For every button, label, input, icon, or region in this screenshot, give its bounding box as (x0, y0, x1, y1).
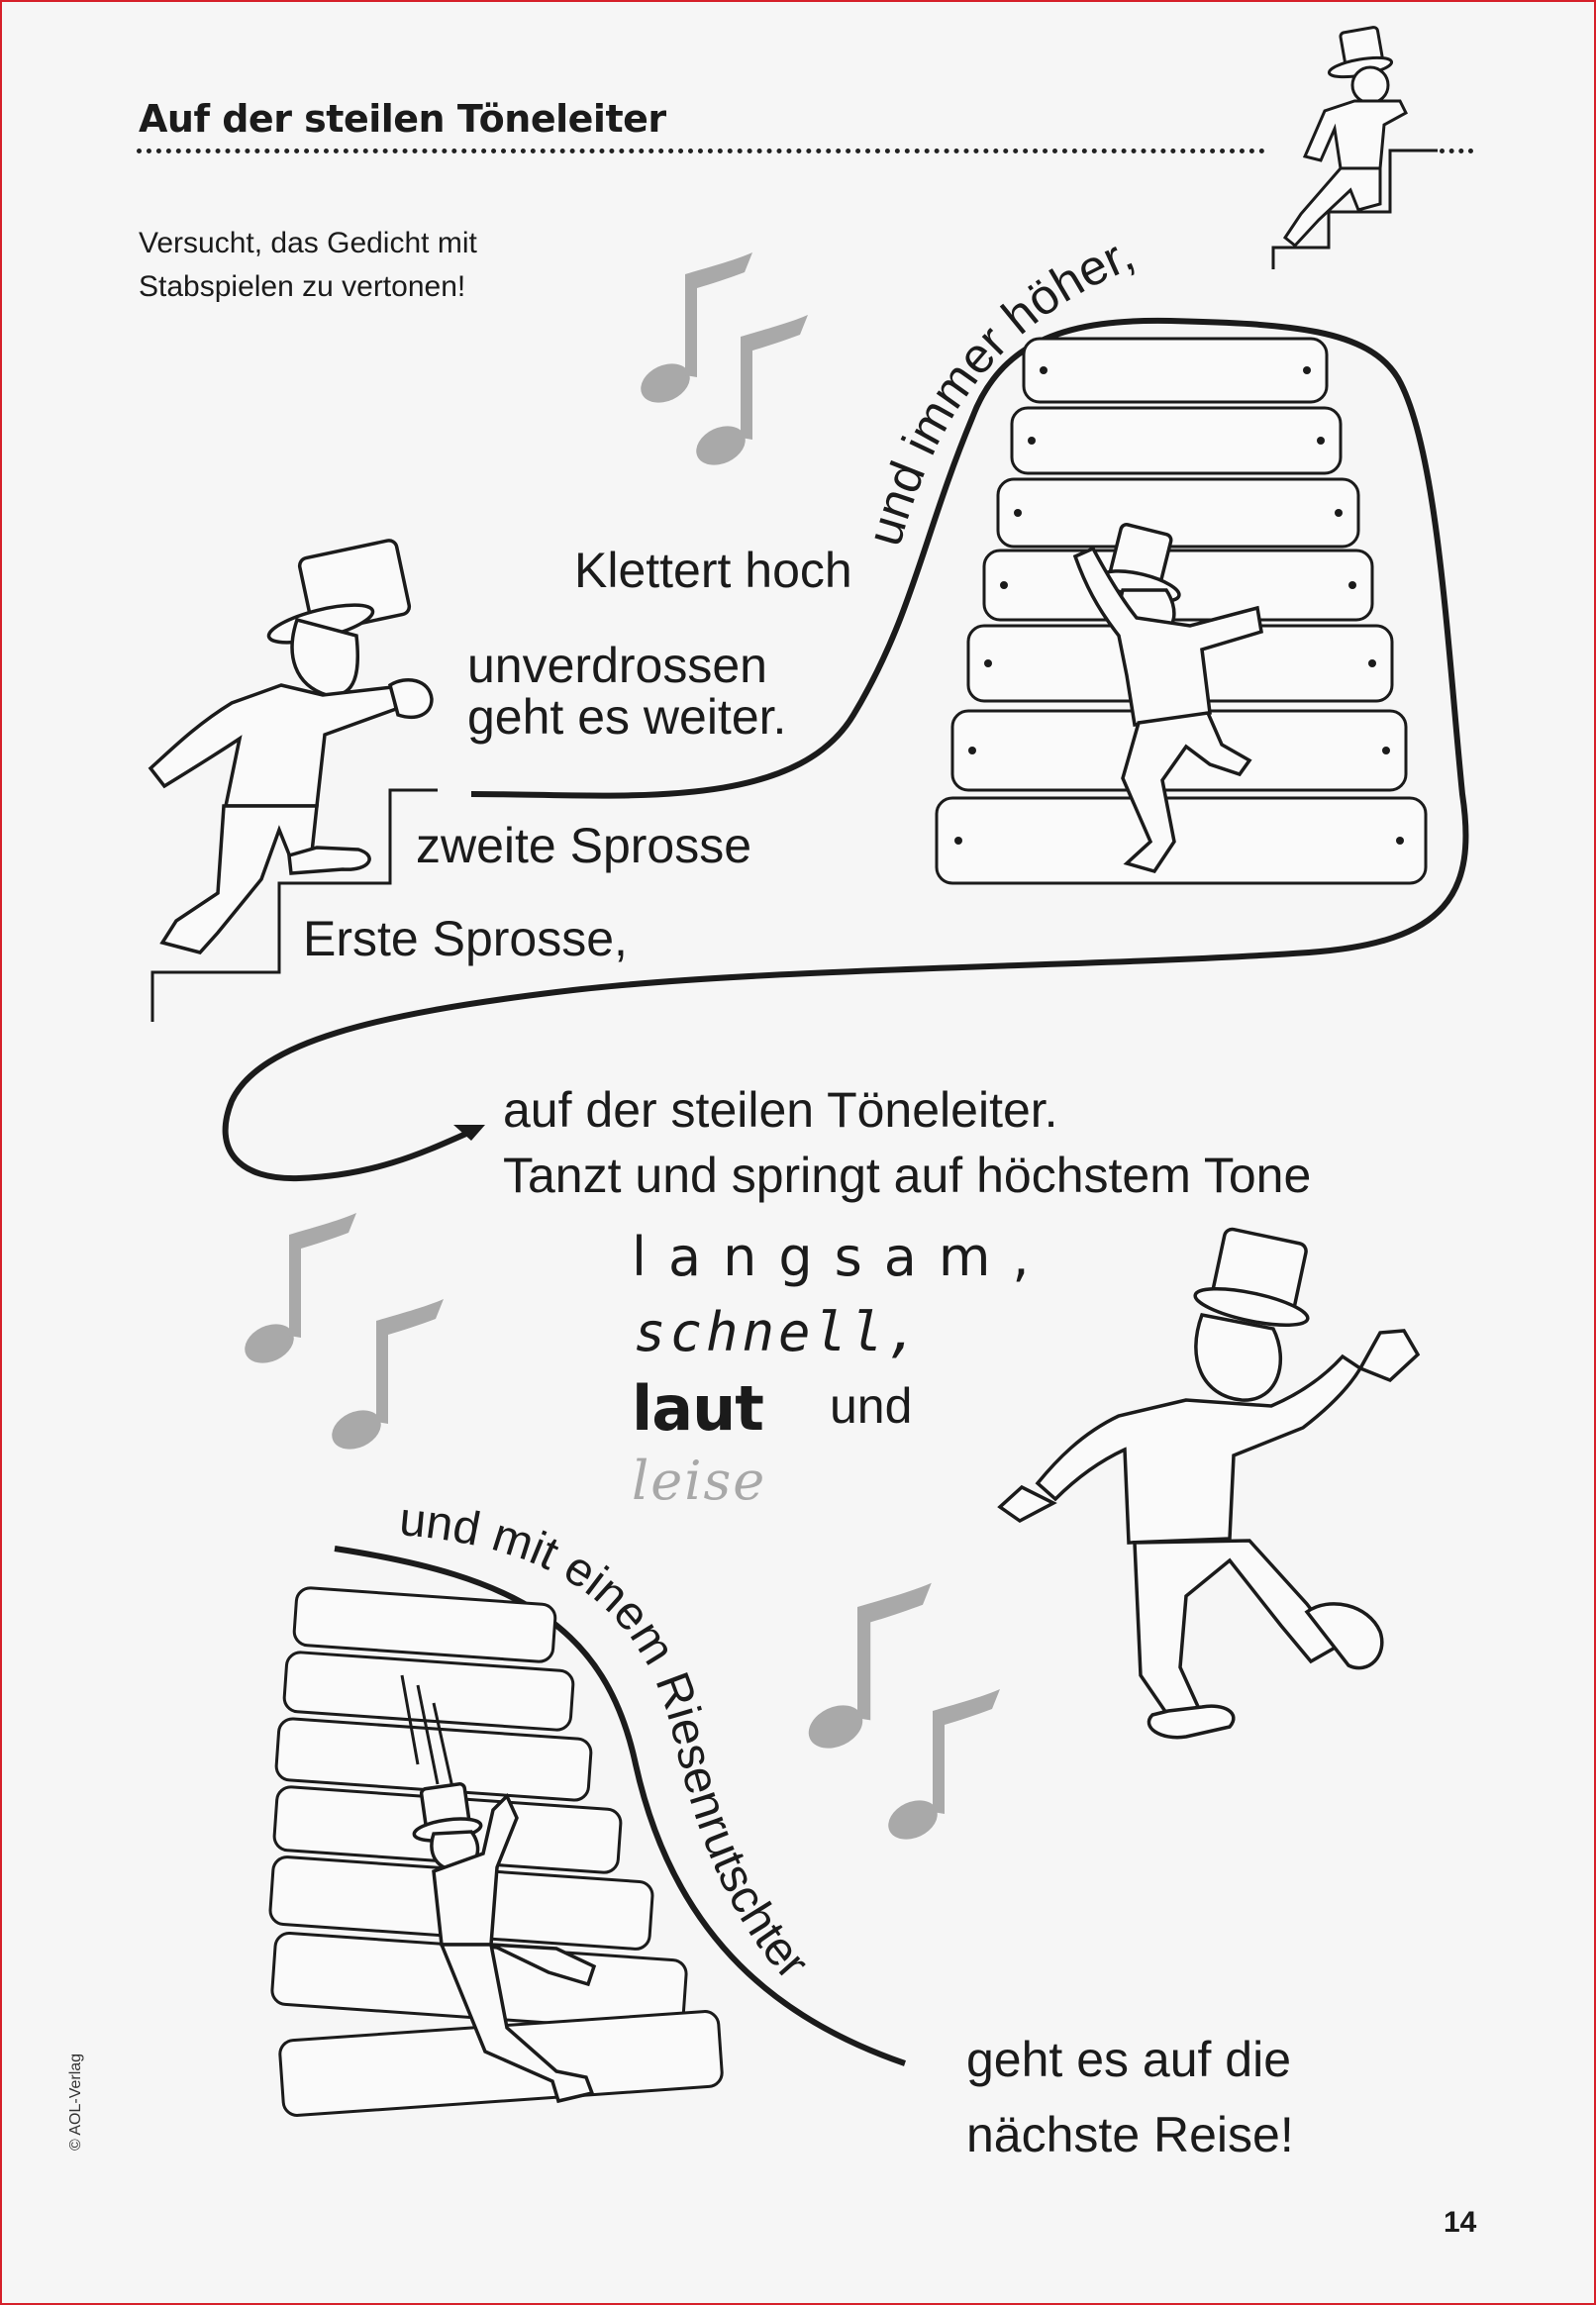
word-laut: laut (632, 1372, 764, 1445)
poem-line-6: auf der steilen Töneleiter. (503, 1082, 1058, 1138)
stairs-illustration (150, 788, 438, 1022)
poem-line-4: Klettert hoch (574, 543, 852, 598)
poem-line-8: und mit einem Riesenrutschter (397, 1493, 818, 1989)
poem-line-9a: geht es auf die (966, 2032, 1292, 2087)
copyright-note: © AOL-Verlag (67, 2053, 84, 2151)
arrow-head-icon (453, 1125, 485, 1141)
top-hat-man-illustration (1271, 26, 1438, 269)
title-dotted-rule (137, 149, 1265, 153)
poem-line-7: Tanzt und springt auf höchstem Tone (503, 1148, 1312, 1203)
svg-text:und immer höher,: und immer höher, (856, 225, 1142, 551)
instruction-line-1: Versucht, das Gedicht mit (139, 227, 477, 259)
winding-path-line (222, 317, 1469, 1182)
word-schnell: schnell, (634, 1301, 924, 1363)
instruction-line-2: Stabspielen zu vertonen! (139, 270, 466, 303)
poem-line-9b: nächste Reise! (966, 2107, 1294, 2162)
title-dotted-rule-end (1440, 149, 1473, 153)
top-hat-man-illustration (148, 539, 434, 954)
page-number: 14 (1444, 2206, 1477, 2239)
poem-line-9: geht es auf die nächste Reise! (966, 2022, 1294, 2172)
poem-line-3: unverdrossen geht es weiter. (467, 640, 786, 743)
poem-line-2: zweite Sprosse (416, 818, 752, 873)
poem-line-1: Erste Sprosse, (303, 911, 628, 966)
word-langsam: langsam, (632, 1226, 1051, 1288)
poem-line-5: und immer höher, (856, 225, 1142, 551)
top-hat-man-illustration (412, 1782, 597, 2104)
instruction-text: Versucht, das Gedicht mit Stabspielen zu… (139, 222, 653, 309)
word-leise: leise (632, 1450, 767, 1512)
svg-text:und mit einem Riesenrutschter: und mit einem Riesenrutschter (397, 1493, 818, 1989)
top-hat-man-illustration (1072, 523, 1263, 874)
top-hat-man-illustration (997, 1227, 1421, 1740)
poem-line-6-7: auf der steilen Töneleiter. Tanzt und sp… (503, 1077, 1311, 1208)
poem-line-3b: geht es weiter. (467, 689, 787, 745)
slide-line (334, 1546, 906, 2066)
page-title: Auf der steilen Töneleiter (139, 97, 666, 141)
poem-line-3a: unverdrossen (467, 638, 767, 693)
word-und: und (830, 1378, 913, 1434)
